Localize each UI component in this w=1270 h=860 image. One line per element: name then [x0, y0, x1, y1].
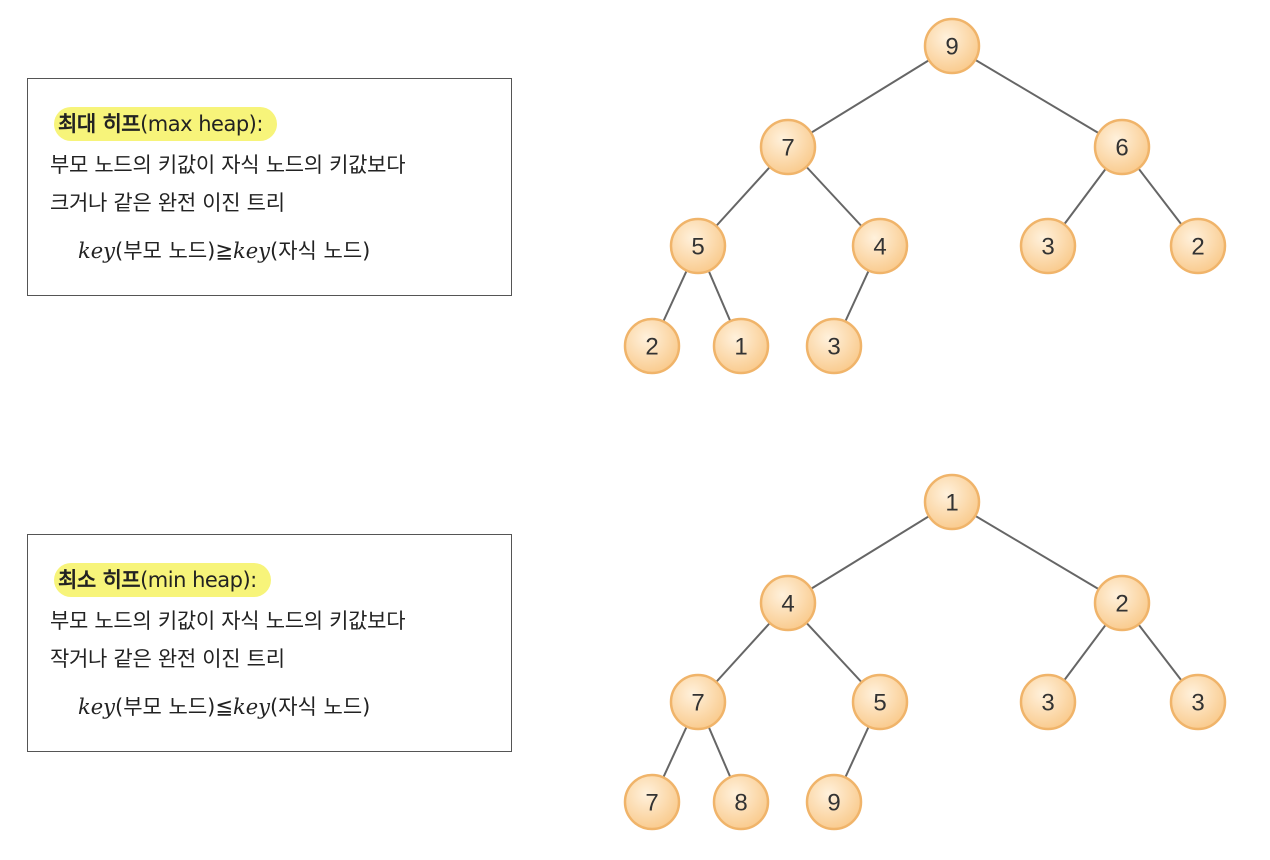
max-heap-node-label: 6 [1115, 135, 1128, 162]
min-heap-node-label: 2 [1115, 591, 1128, 618]
max-heap-description-line2: 크거나 같은 완전 이진 트리 [50, 191, 285, 215]
formula-key-child: key [232, 695, 271, 719]
max-heap-title-en: (max heap): [140, 112, 263, 136]
max-heap-node: 7 [759, 118, 817, 176]
min-heap-title-en: (min heap): [140, 568, 257, 592]
max-heap-title: 최대 히프(max heap): [54, 107, 277, 141]
max-heap-node: 9 [923, 17, 981, 75]
max-heap-node-label: 5 [691, 234, 704, 261]
min-heap-node: 1 [923, 473, 981, 531]
max-heap-node-circle [923, 17, 981, 75]
max-heap-node-circle [623, 317, 681, 375]
formula-child-node: (자식 노드) [270, 239, 371, 263]
min-heap-title-ko: 최소 히프 [58, 568, 141, 592]
max-heap-node-circle [1169, 217, 1227, 275]
max-heap-node-circle [1019, 217, 1077, 275]
max-heap-node: 3 [805, 317, 863, 375]
max-heap-definition-box: 최대 히프(max heap): 부모 노드의 키값이 자식 노드의 키값보다 … [27, 78, 512, 296]
min-heap-node-circle [923, 473, 981, 531]
min-heap-node-circle [1169, 673, 1227, 731]
max-heap-node-circle [712, 317, 770, 375]
min-heap-node-circle [759, 574, 817, 632]
min-heap-node: 3 [1019, 673, 1077, 731]
max-heap-edge [787, 45, 953, 148]
max-heap-node-label: 3 [827, 334, 840, 361]
max-heap-node-label: 2 [645, 334, 658, 361]
max-heap-title-ko: 최대 히프 [58, 112, 141, 136]
min-heap-node-circle [1093, 574, 1151, 632]
min-heap-node-label: 7 [691, 690, 704, 717]
min-heap-node-label: 3 [1041, 690, 1054, 717]
min-heap-node: 3 [1169, 673, 1227, 731]
max-heap-node-circle [851, 217, 909, 275]
formula-operator: ≦ [215, 695, 233, 719]
max-heap-node: 1 [712, 317, 770, 375]
min-heap-node-label: 1 [945, 490, 958, 517]
min-heap-node-label: 8 [734, 790, 747, 817]
min-heap-node: 9 [805, 773, 863, 831]
max-heap-description-line1: 부모 노드의 키값이 자식 노드의 키값보다 [50, 153, 406, 177]
min-heap-node: 7 [623, 773, 681, 831]
formula-parent-node: (부모 노드) [115, 239, 216, 263]
min-heap-node-label: 9 [827, 790, 840, 817]
max-heap-node: 6 [1093, 118, 1151, 176]
min-heap-node: 8 [712, 773, 770, 831]
max-heap-node: 3 [1019, 217, 1077, 275]
min-heap-node-label: 5 [873, 690, 886, 717]
max-heap-node-label: 3 [1041, 234, 1054, 261]
min-heap-node: 5 [851, 673, 909, 731]
max-heap-node-label: 9 [945, 34, 958, 61]
min-heap-node-circle [805, 773, 863, 831]
min-heap-node: 7 [669, 673, 727, 731]
max-heap-node-circle [759, 118, 817, 176]
max-heap-node-circle [669, 217, 727, 275]
min-heap-node-circle [669, 673, 727, 731]
min-heap-description-line1: 부모 노드의 키값이 자식 노드의 키값보다 [50, 609, 406, 633]
formula-key-parent: key [78, 695, 116, 719]
max-heap-node-circle [805, 317, 863, 375]
formula-child-node: (자식 노드) [270, 695, 371, 719]
max-heap-node-label: 7 [781, 135, 794, 162]
min-heap-node: 2 [1093, 574, 1151, 632]
min-heap-definition-box: 최소 히프(min heap): 부모 노드의 키값이 자식 노드의 키값보다 … [27, 534, 512, 752]
max-heap-node-circle [1093, 118, 1151, 176]
max-heap-node-label: 1 [734, 334, 747, 361]
max-heap-edge [951, 45, 1123, 148]
formula-operator: ≧ [215, 239, 233, 263]
min-heap-description-line2: 작거나 같은 완전 이진 트리 [50, 647, 285, 671]
min-heap-node-label: 3 [1191, 690, 1204, 717]
min-heap-edge [787, 501, 953, 604]
min-heap-node-circle [1019, 673, 1077, 731]
max-heap-node: 5 [669, 217, 727, 275]
formula-key-parent: key [78, 239, 116, 263]
formula-key-child: key [232, 239, 271, 263]
max-heap-tree: 9 7 6 5 4 3 2 2 1 3 [623, 17, 1227, 375]
max-heap-node: 2 [1169, 217, 1227, 275]
min-heap-node-circle [712, 773, 770, 831]
min-heap-edge [951, 501, 1123, 604]
max-heap-node: 4 [851, 217, 909, 275]
min-heap-node-circle [623, 773, 681, 831]
max-heap-formula: key(부모 노드)≧key(자식 노드) [78, 235, 370, 265]
max-heap-node: 2 [623, 317, 681, 375]
min-heap-node-circle [851, 673, 909, 731]
min-heap-node-label: 7 [645, 790, 658, 817]
max-heap-node-label: 2 [1191, 234, 1204, 261]
formula-parent-node: (부모 노드) [115, 695, 216, 719]
min-heap-node: 4 [759, 574, 817, 632]
max-heap-node-label: 4 [873, 234, 886, 261]
min-heap-formula: key(부모 노드)≦key(자식 노드) [78, 691, 370, 721]
min-heap-node-label: 4 [781, 591, 794, 618]
min-heap-title: 최소 히프(min heap): [54, 563, 271, 597]
min-heap-tree: 1 4 2 7 5 3 3 7 8 9 [623, 473, 1227, 831]
